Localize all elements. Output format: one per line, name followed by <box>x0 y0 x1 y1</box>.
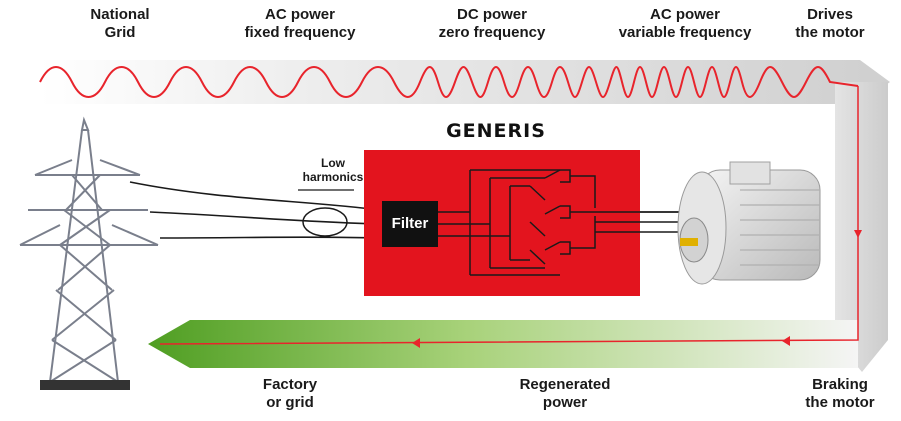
side-flow-arrow <box>835 82 888 372</box>
frequency-wave <box>39 66 859 98</box>
regen-arrow <box>148 320 858 368</box>
pylon-icon <box>19 116 159 383</box>
filter-label: Filter <box>391 215 429 232</box>
flow-loop-line <box>159 86 859 345</box>
top-flow-arrow <box>40 60 890 104</box>
generis-logo: GENERIS <box>446 120 546 142</box>
loop-arrowhead-3 <box>412 338 420 348</box>
loop-arrowhead-1 <box>854 230 862 238</box>
filter-box <box>382 201 438 247</box>
cables <box>129 181 381 239</box>
motor-icon <box>677 161 821 285</box>
harmonics-filter-ring <box>302 207 348 237</box>
loop-arrowhead-2 <box>782 336 790 346</box>
inverter-circuit <box>438 169 690 276</box>
